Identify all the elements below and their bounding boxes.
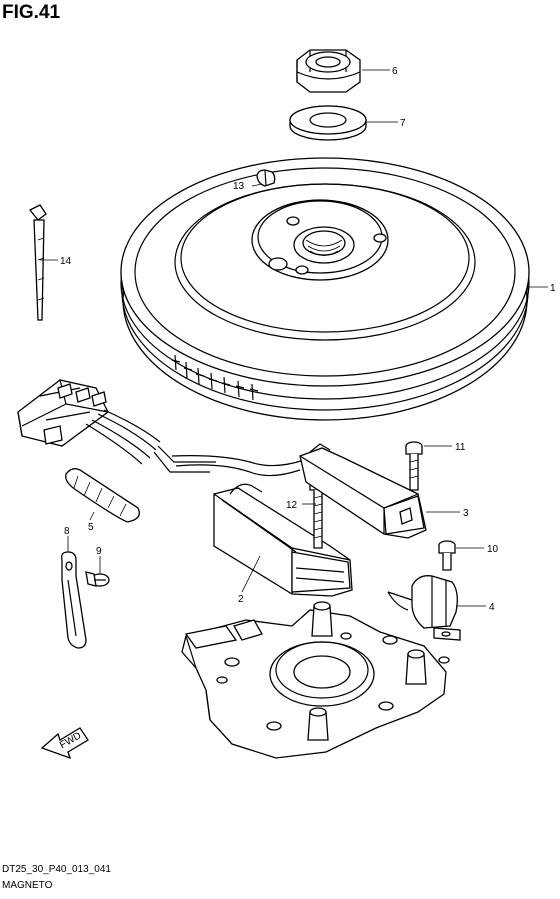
callout-1: 1 bbox=[550, 283, 556, 294]
callout-6: 6 bbox=[392, 66, 398, 77]
figure-title: FIG.41 bbox=[2, 2, 61, 23]
callout-11: 11 bbox=[455, 442, 466, 453]
sensor-part bbox=[387, 575, 461, 641]
callout-14: 14 bbox=[60, 256, 72, 267]
flywheel-part bbox=[120, 157, 530, 421]
sleeve-part bbox=[65, 468, 140, 523]
callout-4: 4 bbox=[489, 602, 495, 613]
callout-13: 13 bbox=[233, 181, 245, 192]
callout-3: 3 bbox=[463, 508, 469, 519]
leader-lines bbox=[40, 69, 548, 607]
bracket-part bbox=[60, 551, 87, 649]
callout-7: 7 bbox=[400, 118, 406, 129]
callout-2: 2 bbox=[238, 594, 244, 605]
diagram-code: DT25_30_P40_013_041 bbox=[2, 864, 111, 875]
diagram-caption: MAGNETO bbox=[2, 880, 53, 891]
stator-base bbox=[181, 601, 450, 759]
ignition-coil-part bbox=[213, 483, 353, 597]
cable-tie-part bbox=[28, 204, 47, 321]
screw-10-part bbox=[438, 540, 456, 571]
callout-numbers: 6 7 1 13 14 5 2 3 4 12 11 10 8 9 bbox=[60, 66, 556, 613]
pulser-coil-part bbox=[299, 443, 427, 539]
nut-part bbox=[296, 49, 361, 93]
fwd-arrow: FWD bbox=[40, 727, 89, 760]
wire-connector bbox=[17, 379, 305, 477]
callout-10: 10 bbox=[487, 544, 499, 555]
callout-9: 9 bbox=[96, 546, 102, 557]
washer-part bbox=[289, 105, 367, 141]
screw-11-part bbox=[405, 441, 423, 491]
callout-5: 5 bbox=[88, 522, 94, 533]
callout-12: 12 bbox=[286, 500, 298, 511]
callout-8: 8 bbox=[64, 526, 70, 537]
screw-9-part bbox=[85, 571, 110, 587]
